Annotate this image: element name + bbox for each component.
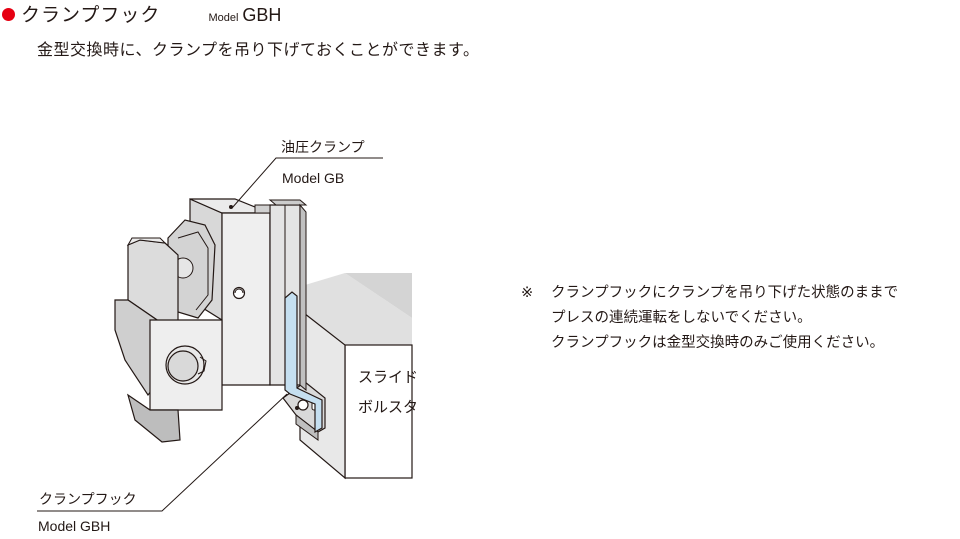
- model-prefix: Model: [208, 12, 239, 24]
- clamp-label-jp: 油圧クランプ: [281, 140, 365, 156]
- product-description: 金型交換時に、クランプを吊り下げておくことができます。: [37, 40, 480, 59]
- notice-mark: ※: [521, 285, 534, 301]
- hydraulic-clamp-body: [114, 198, 308, 443]
- hook-label-jp: クランプフック: [39, 492, 137, 508]
- model-code: GBH: [242, 5, 282, 25]
- notice-line-2: プレスの連続運転をしないでください。: [551, 310, 812, 326]
- notice-line-1: クランプフックにクランプを吊り下げた状態のままで: [551, 285, 899, 301]
- clamp-label-model: Model GB: [282, 170, 345, 186]
- red-bullet-icon: [2, 8, 15, 21]
- product-title: クランプフック: [21, 4, 161, 26]
- leader-line-hook: [37, 393, 288, 512]
- leader-line-clamp: [231, 157, 383, 209]
- clamp-hook-part: [284, 291, 323, 434]
- slide-bolster-block: [299, 273, 413, 480]
- page-heading: クランプフック Model GBH: [0, 0, 281, 28]
- slide-label: スライド: [358, 368, 419, 386]
- bolster-label: ボルスタ: [358, 398, 419, 416]
- notice-line-3: クランプフックは金型交換時のみご使用ください。: [551, 335, 885, 351]
- usage-notice: ※ クランプフックにクランプを吊り下げた状態のままで プレスの連続運転をしないで…: [521, 281, 898, 356]
- hook-label-model: Model GBH: [38, 518, 111, 534]
